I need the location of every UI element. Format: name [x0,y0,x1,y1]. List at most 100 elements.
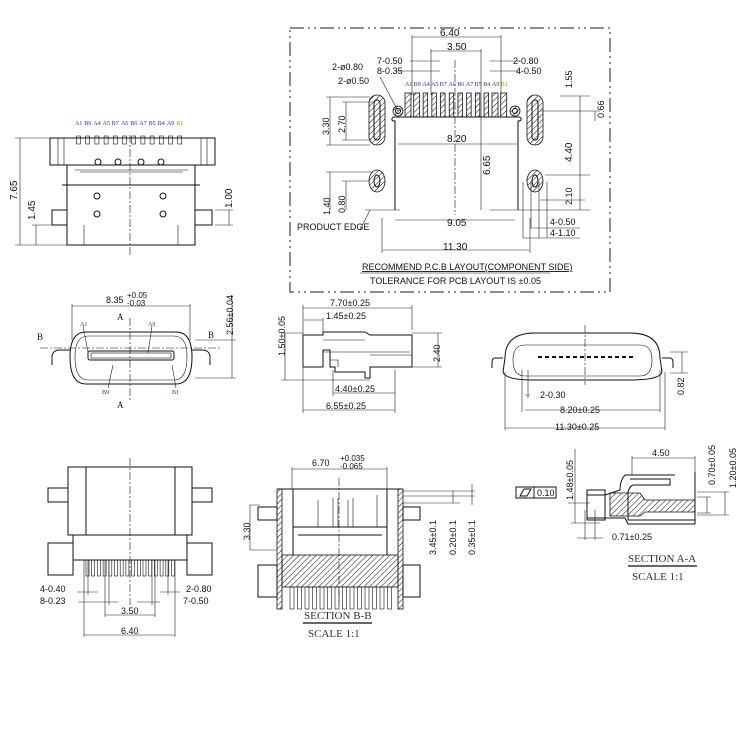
section-b-marker-left: B [37,332,43,342]
pcb-pin-label: A5 [431,82,438,88]
dim-pcb-6-65: 6.65 [482,155,493,175]
rear-view: 2-0.30 8.20±0.25 11.30±0.25 0.82 [491,325,688,432]
dim-pcb-6-40: 6.40 [440,28,460,39]
dim-pcb-8-035: 8-0.35 [377,66,403,76]
pin-label: A5 [103,121,110,127]
section-b-marker-right: B [208,330,214,340]
dim-bb-6-70: 6.70 [312,458,330,468]
dim-pcb-hole-050: 2-ø0.50 [338,76,369,86]
dim-pcb-slot-4-110: 4-1.10 [550,228,576,238]
pin-label: B7 [112,121,119,127]
pcb-pin-label: A6 [449,82,456,88]
dim-aa-1-20: 1.20±0.05 [728,448,738,488]
section-a-marker-top: A [117,312,124,322]
dim-bb-0-20: 0.20±0.1 [448,520,458,555]
dim-pcb-7-050: 7-0.50 [377,56,403,66]
pin-label: A9 [167,121,174,127]
dim-bottom-6-40: 6.40 [121,626,139,636]
dim-pcb-9-05: 9.05 [447,218,467,229]
pcb-pin-label: A7 [466,82,473,88]
dim-pcb-4-40: 4.40 [564,142,575,162]
dim-rear-0-82: 0.82 [676,377,686,395]
dim-height: 7.65 [9,180,20,200]
dim-front-width: 8.35 [106,295,124,305]
section-aa-title: SECTION A-A [628,553,696,565]
dim-foot: 1.45 [27,200,38,220]
section-aa-scale: SCALE 1:1 [632,571,684,583]
dim-pcb-slot-4-050: 4-0.50 [550,217,576,227]
front-label-a9: A9 [148,322,155,328]
pin-label: A6 [121,121,128,127]
dim-rear-11-30: 11.30±0.25 [555,422,599,432]
pcb-pin-label: B4 [483,82,490,88]
front-label-b9: B9 [102,390,109,396]
dim-pcb-3-30: 3.30 [321,117,331,135]
dim-pcb-2-080: 2-0.80 [513,56,539,66]
dim-bb-3-45: 3.45±0.1 [428,520,438,555]
pin-label: B1 [176,121,183,127]
pin-label: B6 [130,121,137,127]
pin-label: B4 [158,121,165,127]
dim-side-7-70: 7.70±0.25 [330,298,370,308]
dim-pcb-1-40: 1.40 [322,197,332,215]
pcb-pin-label: A4 [422,82,429,88]
dim-bottom-3-50: 3.50 [121,606,139,616]
pcb-pin-label: A9 [492,82,499,88]
dim-tab: 1.00 [224,188,235,208]
dim-bb-0-35: 0.35±0.1 [467,520,477,555]
dim-pcb-8-20: 8.20 [447,134,467,145]
pcb-layout-title: RECOMMEND P.C.B LAYOUT(COMPONENT SIDE) [362,262,573,272]
dim-pcb-hole-080: 2-ø0.80 [332,62,363,72]
dim-rear-8-20: 8.20±0.25 [560,405,600,415]
section-bb-title: SECTION B-B [304,610,372,622]
bottom-view: 4-0.40 8-0.23 2-0.80 7-0.50 3.50 6.40 [40,458,213,637]
dim-bottom-7-050: 7-0.50 [183,596,209,606]
pin-label: A4 [93,121,100,127]
front-label-b1: B1 [172,390,179,396]
front-label-a1: A1 [80,322,87,328]
pcb-pin-label: B5 [475,82,482,88]
dim-pcb-0-80: 0.80 [337,195,347,213]
pcb-tolerance-note: TOLERANCE FOR PCB LAYOUT IS ±0.05 [370,276,541,286]
dim-side-1-50: 1.50±0.05 [277,316,287,356]
dim-bottom-4-040: 4-0.40 [40,584,66,594]
section-a-marker-bottom: A [117,400,124,410]
pcb-pin-label: B7 [440,82,447,88]
section-a-a: 0.10 4.50 1.48±0.05 0.70±0.05 1.20±0.05 … [515,445,738,583]
dim-pcb-0-66: 0.66 [596,100,606,118]
dim-aa-0-71: 0.71±0.25 [612,532,652,542]
dim-bottom-2-080: 2-0.80 [186,584,212,594]
dim-bb-3-30: 3.30 [242,522,252,540]
pcb-pin-label: A1 [405,82,412,88]
product-edge-label: PRODUCT EDGE [297,222,369,232]
dim-rear-2-030: 2-0.30 [540,390,566,400]
dim-side-2-40: 2.40 [432,344,442,362]
dim-front-height: 2.56±0.04 [225,295,235,335]
dim-front-tol-plus: +0.05 [127,291,148,300]
pin-label: A1 [75,121,82,127]
pcb-pin-label: B9 [414,82,421,88]
pcb-pin-label: B6 [457,82,464,88]
dim-side-4-40: 4.40±0.25 [335,384,375,394]
pin-label: A7 [139,121,146,127]
dim-front-tol-minus: -0.03 [127,299,146,308]
dim-aa-0-70: 0.70±0.05 [707,445,717,485]
section-bb-scale: SCALE 1:1 [308,628,360,640]
dim-bb-tol-plus: +0.035 [340,454,365,463]
dim-pcb-2-70: 2.70 [337,115,347,133]
side-view: 7.70±0.25 1.45±0.25 1.50±0.05 2.40 4.40±… [277,298,442,413]
dim-bottom-8-023: 8-0.23 [40,596,66,606]
flatness-tolerance-value: 0.10 [537,488,555,498]
dim-side-1-45: 1.45±0.25 [326,311,366,321]
pin-label: B5 [149,121,156,127]
dim-pcb-11-30: 11.30 [443,242,468,253]
dim-aa-4-50: 4.50 [652,448,670,458]
dim-aa-1-48: 1.48±0.05 [565,460,575,500]
pin-label: B9 [84,121,91,127]
dim-bb-tol-minus: -0.065 [340,462,363,471]
